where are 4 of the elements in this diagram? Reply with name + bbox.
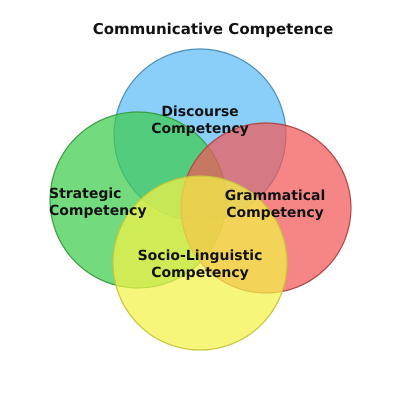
title: Communicative Competence [92, 20, 334, 38]
circle-label: Socio-Linguistic Competency [136, 248, 264, 282]
circle-label: Grammatical Competency [224, 188, 326, 222]
circle-label: Strategic Competency [49, 186, 148, 220]
